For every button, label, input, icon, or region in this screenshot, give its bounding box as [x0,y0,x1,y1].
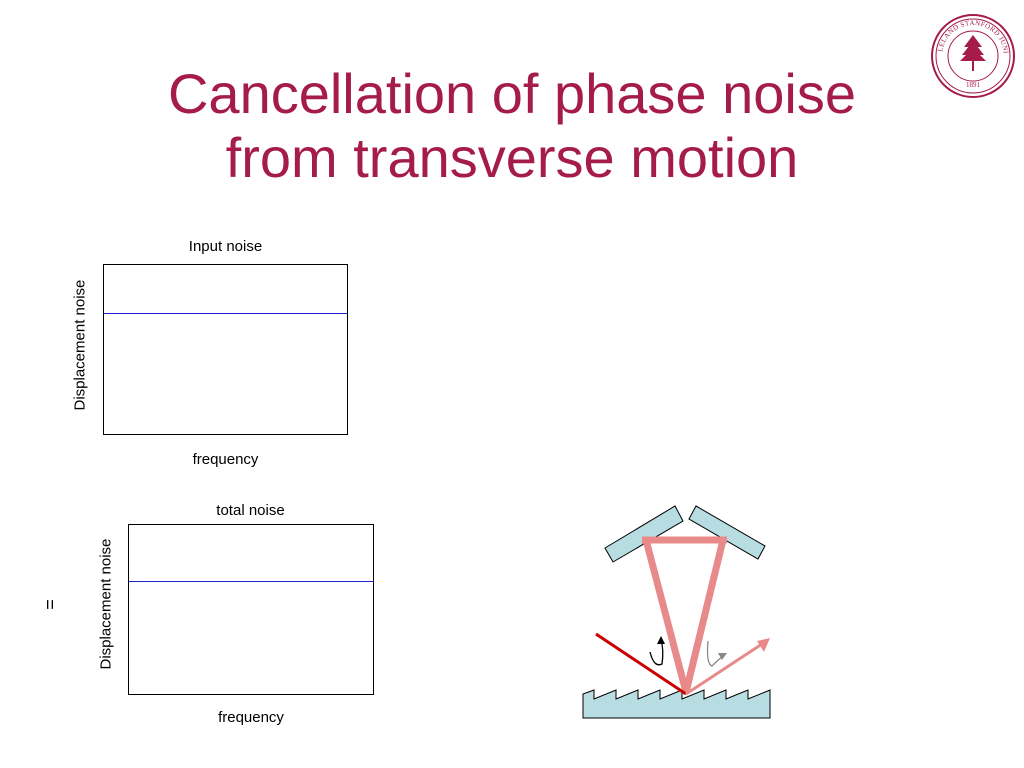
slide-title: Cancellation of phase noise from transve… [0,62,1024,190]
outgoing-arrowhead [757,638,770,652]
top-plot-title: Input noise [188,238,263,255]
svg-text:1891: 1891 [966,81,981,89]
beam-left-leg [642,539,690,693]
university-seal-logo: LELAND STANFORD JUNIOR UNIVERSITY 1891 [930,13,1015,98]
curved-arrow-icon [649,639,664,666]
optical-setup-diagram [582,505,771,719]
bottom-plot-area [128,524,374,695]
title-line-2: from transverse motion [225,126,799,189]
equals-sign: = [39,599,60,610]
top-plot-area [103,264,348,435]
title-line-1: Cancellation of phase noise [167,62,857,125]
bottom-plot-xlabel: frequency [218,709,284,726]
grating [582,689,771,719]
beam-right-leg [682,539,727,693]
top-noise-level-line [104,313,347,314]
curved-arrow-gray-icon [706,640,724,667]
top-plot-xlabel: frequency [192,451,259,468]
top-plot-ylabel: Displacement noise [71,279,89,411]
incoming-beam [595,632,687,696]
bottom-plot-title: total noise [216,502,285,519]
left-mirror [604,505,684,563]
bottom-plot-ylabel: Displacement noise [97,538,115,670]
right-mirror [688,505,766,560]
outgoing-beam [685,642,763,696]
tree-icon [960,35,986,71]
bottom-noise-level-line [129,581,373,582]
